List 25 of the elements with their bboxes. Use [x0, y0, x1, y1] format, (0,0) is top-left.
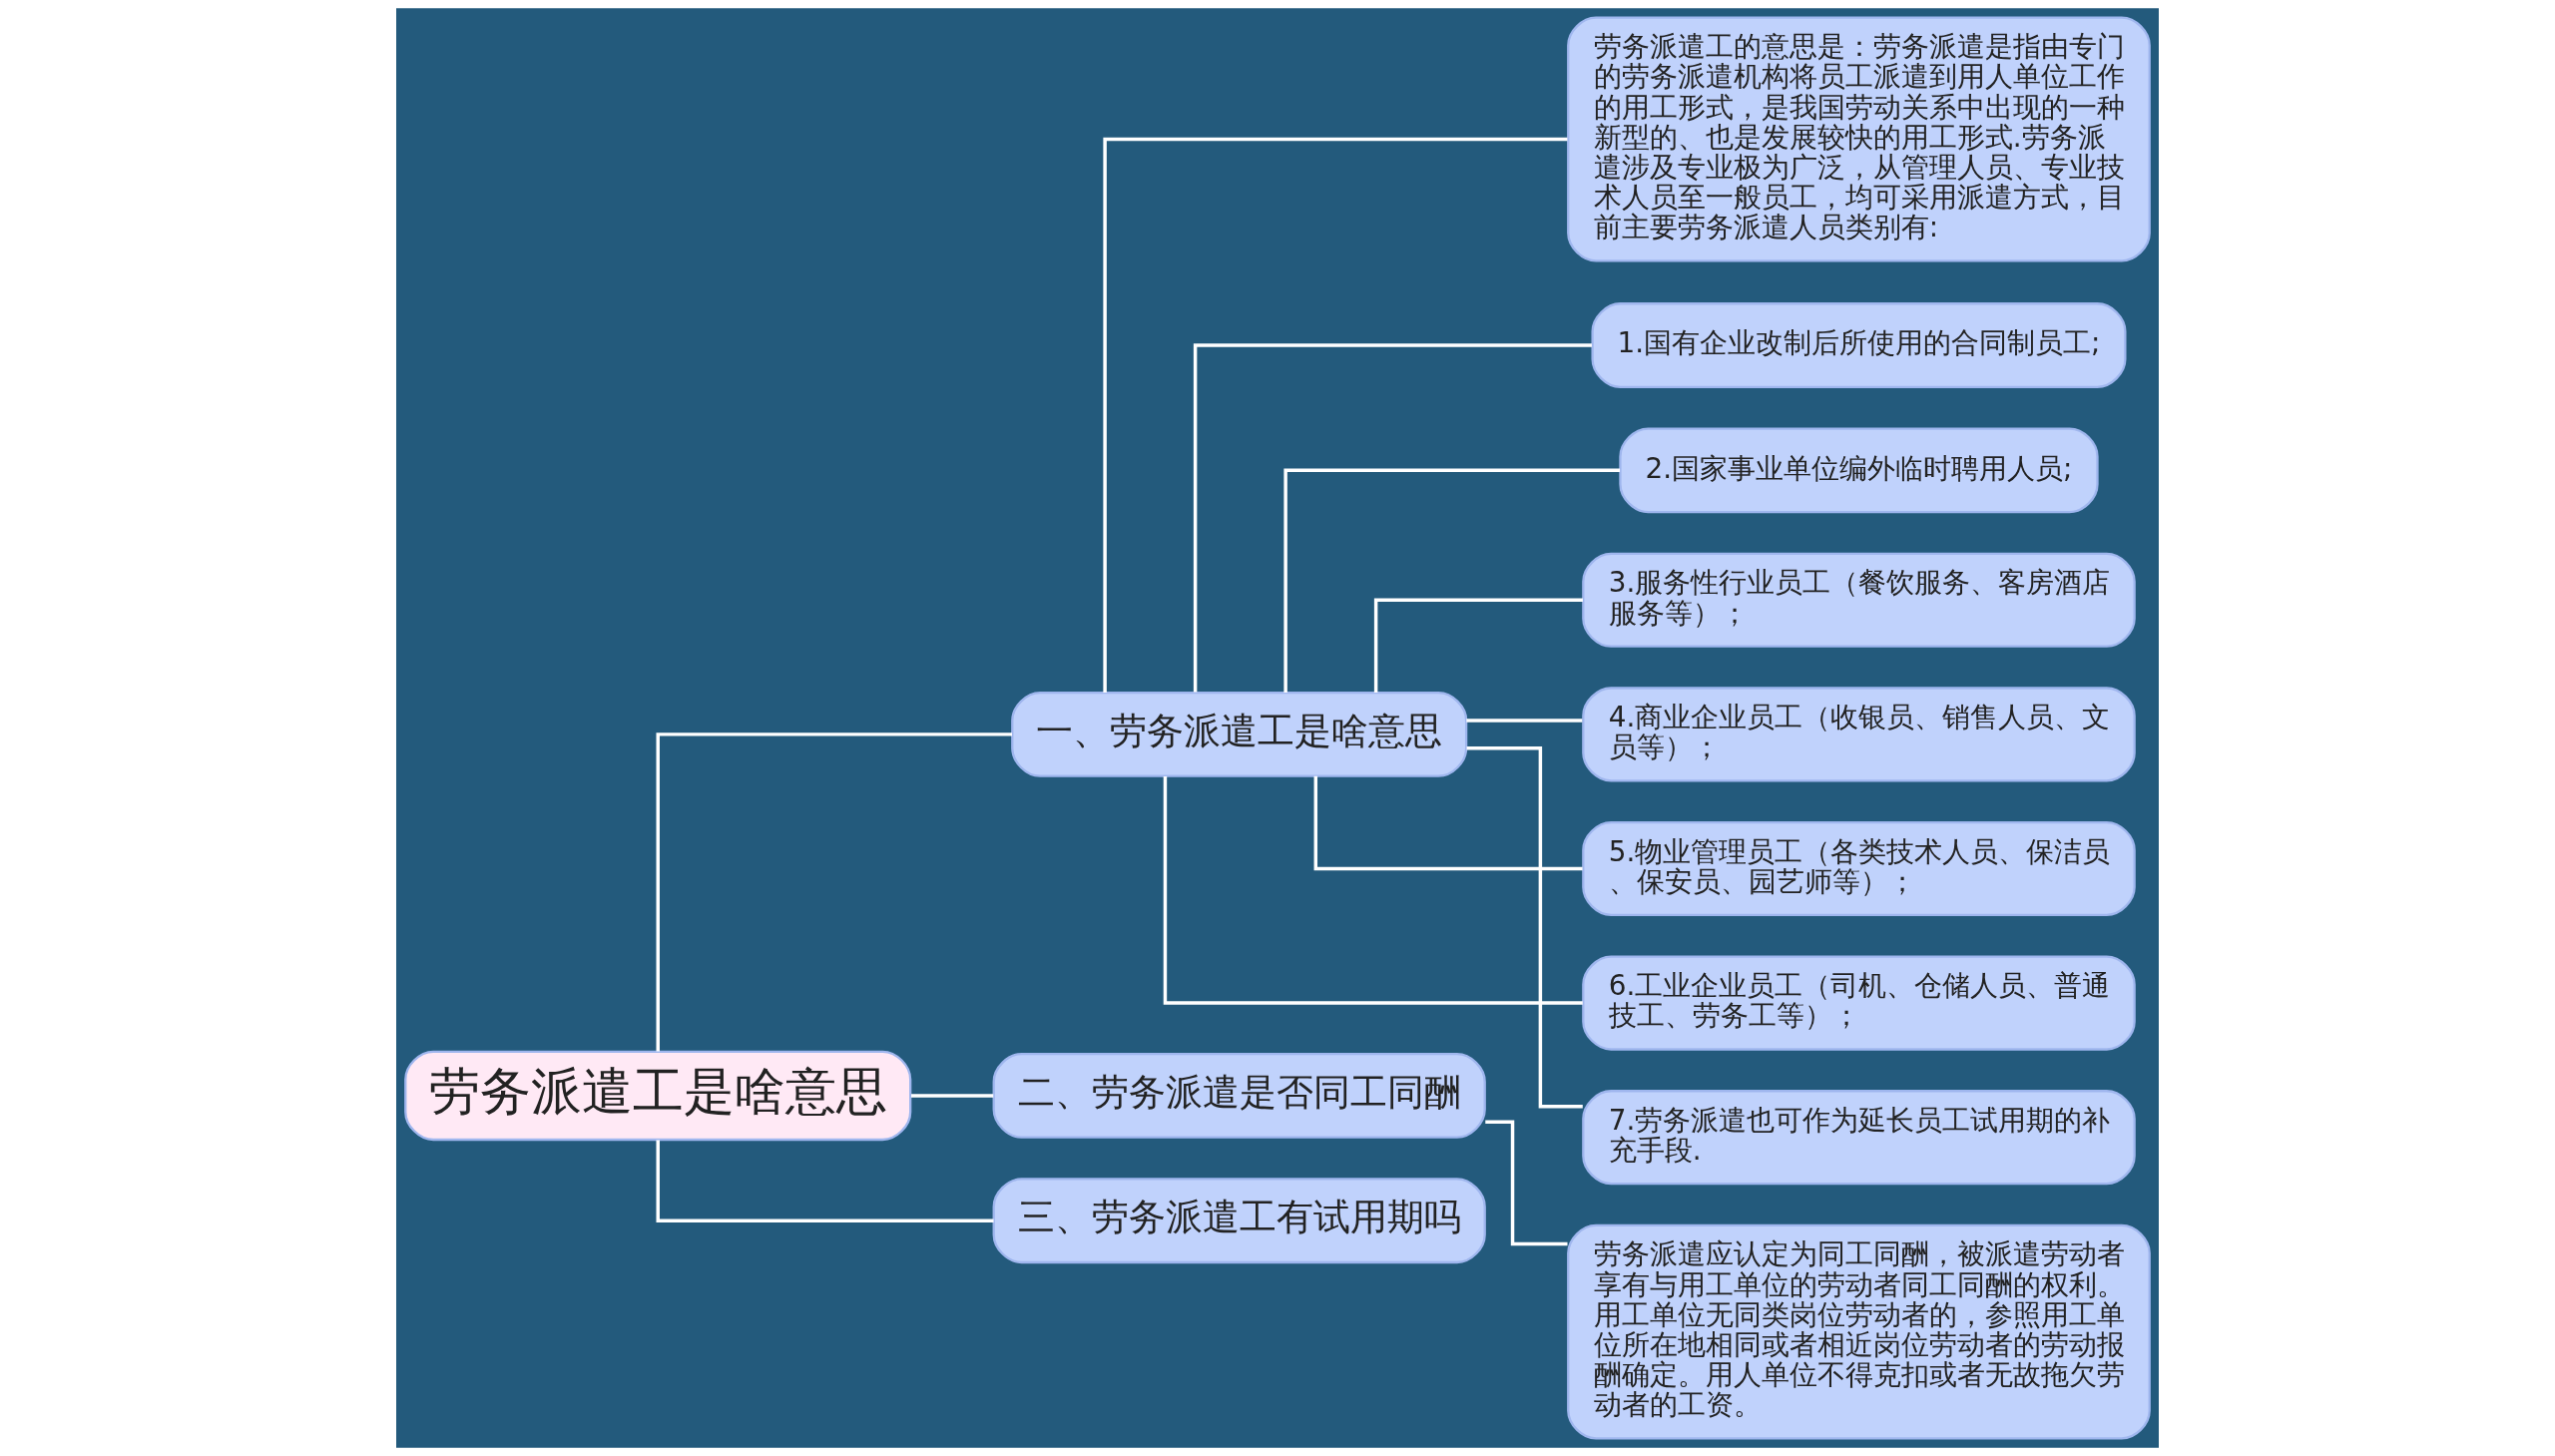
node-box: 劳务派遣应认定为同工同酬，被派遣劳动者享有与用工单位的劳动者同工同酬的权利。用工单位无同类岗位劳动者的，参照用工单位所在地相同或者相近岗位劳动者的劳动报酬确定。用人单位不得克扣或者无故拖欠劳动者的工资。 — [1567, 1223, 2151, 1440]
connector — [1466, 746, 1583, 1109]
connector — [656, 1140, 994, 1222]
connector — [1466, 719, 1583, 723]
connector — [1283, 468, 1621, 693]
node-box: 5.物业管理员工（各类技术人员、保洁员、保安员、园艺师等）； — [1582, 820, 2136, 917]
connector — [1313, 775, 1583, 871]
node-box: 4.商业企业员工（收银员、销售人员、文员等）； — [1582, 687, 2136, 782]
connector — [656, 732, 1012, 1052]
node-box: 1.国有企业改制后所使用的合同制员工; — [1591, 302, 2127, 388]
node-box: 一、劳务派遣工是啥意思 — [1011, 691, 1468, 777]
node-box: 三、劳务派遣工有试用期吗 — [992, 1178, 1486, 1264]
node-box: 3.服务性行业员工（餐饮服务、客房酒店服务等）； — [1582, 552, 2136, 648]
node-box: 二、劳务派遣是否同工同酬 — [992, 1052, 1486, 1139]
node-box: 6.工业企业员工（司机、仓储人员、普通技工、劳务工等）； — [1582, 955, 2136, 1051]
connector — [1193, 343, 1592, 693]
connector — [1103, 137, 1568, 693]
node-box: 7.劳务派遣也可作为延长员工试用期的补充手段. — [1582, 1090, 2136, 1186]
connector — [1485, 1120, 1568, 1246]
node-box: 劳务派遣工的意思是：劳务派遣是指由专门的劳务派遣机构将员工派遣到用人单位工作的用工形式，是我国劳动关系中出现的一种新型的、也是发展较快的用工形式.劳务派遣涉及专业极为广泛，从管理人员、专业技术人员至一般员工，均可采用派遣方式，目前主要劳务派遣人员类别有: — [1567, 16, 2151, 262]
connector — [1373, 598, 1583, 694]
connector — [1163, 775, 1583, 1005]
node-box: 2.国家事业单位编外临时聘用人员; — [1619, 427, 2099, 514]
connector — [911, 1094, 994, 1098]
node-box: 劳务派遣工是啥意思 — [404, 1050, 912, 1142]
